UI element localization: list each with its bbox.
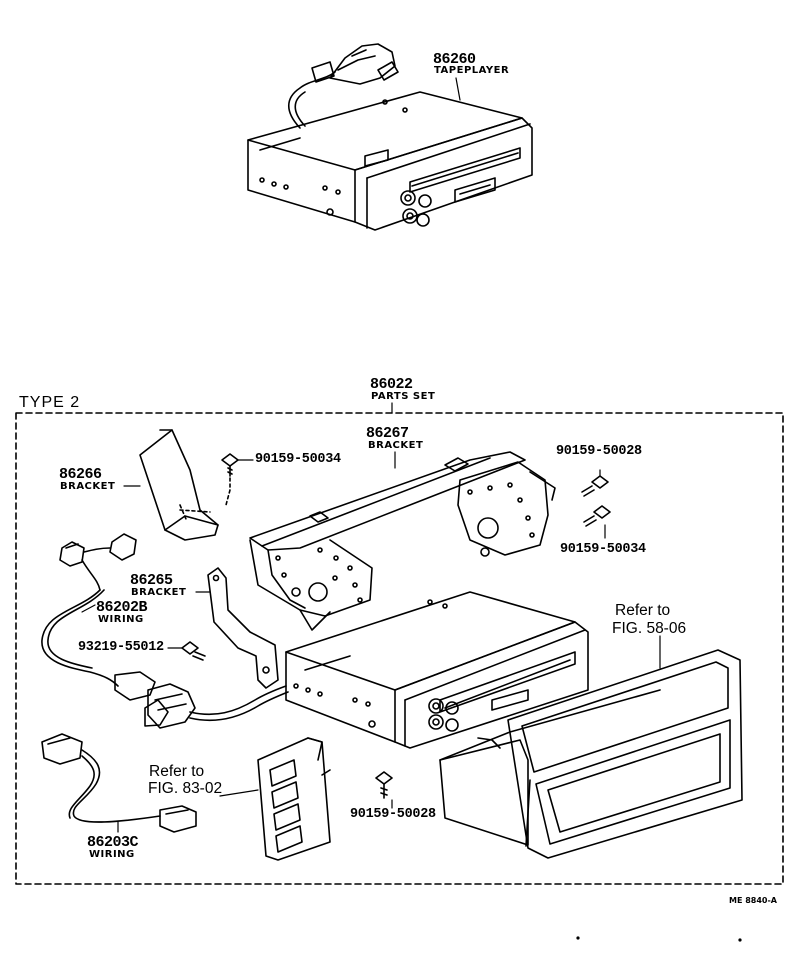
type-title: TYPE 2	[19, 394, 81, 411]
bracket-86266-part-number: 86266	[59, 466, 102, 483]
ref-fig-83-line2: FIG. 83-02	[148, 780, 223, 797]
bracket-86267-part-number: 86267	[366, 425, 409, 442]
footer-code: ME 8840-A	[729, 896, 777, 905]
screw-90159-50034-top	[222, 454, 238, 476]
bracket-86266-illustration	[140, 430, 230, 540]
type2-border	[16, 413, 783, 884]
bracket-86266-part-name: BRACKET	[60, 481, 116, 492]
tapeplayer-top-illustration	[248, 44, 532, 230]
bracket-86267-illustration	[250, 452, 555, 630]
bracket-86265-illustration	[208, 568, 278, 688]
parts-set-part-name: PARTS SET	[371, 391, 436, 402]
wiring-86203c-illustration	[42, 734, 196, 832]
bracket-86267-part-name: BRACKET	[368, 440, 424, 451]
bracket-86265-part-number: 86265	[130, 572, 173, 589]
wiring-86203c-part-name: WIRING	[89, 849, 135, 860]
wiring-86202b-illustration	[42, 534, 288, 728]
ref-fig-58-line2: FIG. 58-06	[612, 620, 687, 637]
parts-set-part-number: 86022	[370, 376, 413, 393]
tapeplayer-type2-illustration	[286, 592, 588, 748]
wiring-86202b-part-number: 86202B	[96, 599, 148, 616]
screw-right-lower-part-number: 90159-50034	[560, 542, 646, 557]
pocket-bezel-illustration	[440, 650, 742, 858]
tapeplayer-part-number: 86260	[433, 51, 476, 68]
ref-fig-58-line1: Refer to	[615, 602, 671, 619]
ref-fig-83-line1: Refer to	[149, 763, 205, 780]
wiring-86202b-part-name: WIRING	[98, 614, 144, 625]
screw-90159-50034-right	[584, 506, 610, 526]
tapeplayer-part-name: TAPEPLAYER	[434, 65, 510, 76]
screw-right-upper-part-number: 90159-50028	[556, 444, 642, 459]
bracket-86265-part-name: BRACKET	[131, 587, 187, 598]
screw-top-part-number: 90159-50034	[255, 452, 341, 467]
screw-bottom-part-number: 90159-50028	[350, 807, 436, 822]
screw-left-part-number: 93219-55012	[78, 640, 164, 655]
screw-90159-50028-right	[582, 476, 608, 496]
screw-90159-50028-bottom	[376, 772, 392, 798]
wiring-86203c-part-number: 86203C	[87, 834, 139, 851]
screw-93219-55012	[182, 642, 205, 660]
switch-panel-illustration	[258, 738, 330, 860]
